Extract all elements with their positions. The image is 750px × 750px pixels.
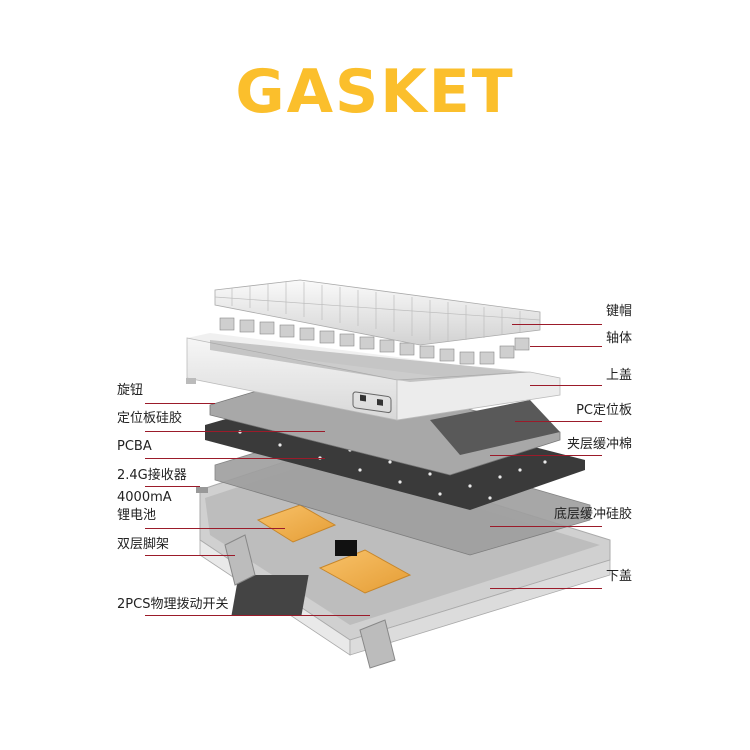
label-bottom-silicone: 底层缓冲硅胶	[553, 507, 632, 522]
leader-line-top-case	[530, 385, 602, 386]
label-receiver: 2.4G接收器	[117, 468, 187, 483]
label-pcba: PCBA	[117, 439, 152, 454]
label-keycaps: 键帽	[605, 304, 632, 319]
leader-line-pc-plate	[515, 421, 602, 422]
leader-line-feet	[145, 555, 235, 556]
label-pc-plate: PC定位板	[576, 403, 632, 418]
leader-line-plate-silicone	[145, 431, 325, 432]
foot-left	[224, 534, 256, 586]
label-switch-body: 轴体	[605, 331, 632, 346]
leader-line-keycaps	[512, 324, 602, 325]
label-switches: 2PCS物理拨动开关	[117, 597, 229, 612]
leader-line-knob	[145, 403, 215, 404]
label-plate-silicone: 定位板硅胶	[117, 411, 183, 426]
page-title: GASKET	[235, 57, 515, 127]
foot-right	[359, 619, 396, 669]
label-feet: 双层脚架	[117, 537, 170, 552]
leader-line-switches	[145, 615, 370, 616]
label-battery: 锂电池	[117, 508, 157, 523]
label-mid-foam: 夹层缓冲棉	[566, 437, 632, 452]
receiver-part	[196, 487, 208, 493]
top-case-shell	[186, 333, 561, 421]
leader-line-switch-body	[530, 346, 602, 347]
label-battery-capacity: 4000mA	[117, 490, 172, 505]
leader-line-receiver	[145, 486, 200, 487]
leader-line-bottom-silicone	[490, 526, 602, 527]
switch-row	[219, 317, 530, 365]
label-top-case: 上盖	[605, 368, 632, 383]
knob-part	[186, 378, 196, 384]
keycaps-layer	[214, 279, 541, 346]
leader-line-pcba	[145, 458, 325, 459]
leader-line-mid-foam	[490, 455, 602, 456]
leader-line-bottom-case	[490, 588, 602, 589]
label-knob: 旋钮	[117, 383, 144, 398]
leader-line-battery	[145, 528, 285, 529]
label-bottom-case: 下盖	[605, 569, 632, 584]
battery-foam-1	[256, 504, 337, 543]
